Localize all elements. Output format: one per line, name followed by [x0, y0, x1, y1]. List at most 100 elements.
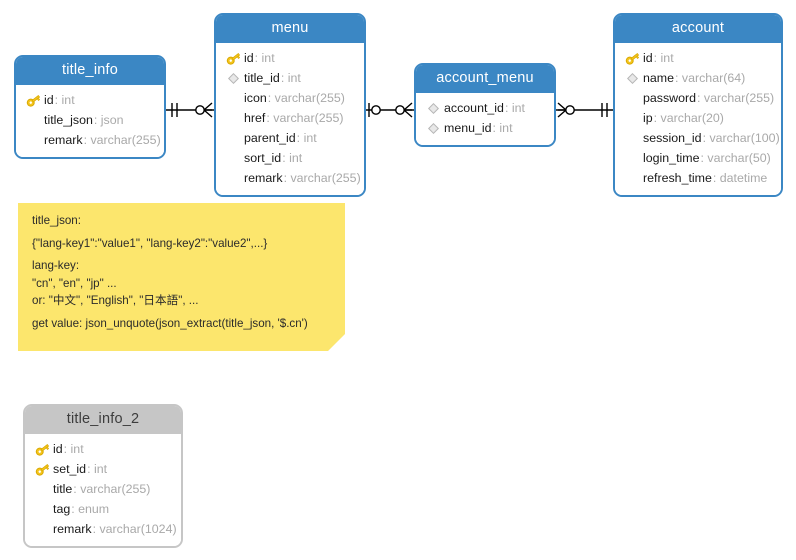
column-row[interactable]: title_json: json [16, 110, 164, 130]
index-diamond-icon [624, 70, 641, 86]
column-name: ip [643, 111, 653, 126]
note-line: "cn", "en", "jp" ... [32, 276, 117, 290]
column-row[interactable]: password: varchar(255) [615, 88, 781, 108]
column-name: title_json [44, 113, 93, 128]
column-name: remark [244, 171, 283, 186]
column-name: title [53, 482, 73, 497]
column-type: : int [87, 462, 108, 477]
note-line: get value: json_unquote(json_extract(tit… [32, 316, 308, 330]
column-row[interactable]: remark: varchar(255) [16, 130, 164, 150]
column-row[interactable]: set_id: int [25, 459, 181, 479]
column-type: : enum [71, 502, 110, 517]
column-row[interactable]: sort_id: int [216, 148, 364, 168]
column-icon-none [225, 150, 242, 166]
column-row[interactable]: session_id: varchar(100) [615, 128, 781, 148]
sticky-note-title-json-note[interactable]: title_json:{"lang-key1":"value1", "lang-… [18, 203, 345, 351]
column-row[interactable]: login_time: varchar(50) [615, 148, 781, 168]
column-row[interactable]: name: varchar(64) [615, 68, 781, 88]
column-type: : varchar(255) [283, 171, 361, 186]
column-row[interactable]: id: int [615, 48, 781, 68]
column-type: : varchar(64) [675, 71, 746, 86]
column-icon-none [624, 170, 641, 186]
column-row[interactable]: tag: enum [25, 499, 181, 519]
column-name: account_id [444, 101, 504, 116]
column-row[interactable]: menu_id: int [416, 118, 554, 138]
column-type: : varchar(255) [266, 111, 344, 126]
primary-key-icon [34, 461, 51, 477]
column-type: : int [504, 101, 525, 116]
note-line: title_json: [32, 214, 81, 227]
column-type: : varchar(255) [73, 482, 151, 497]
column-row[interactable]: refresh_time: datetime [615, 168, 781, 188]
column-row[interactable]: id: int [216, 48, 364, 68]
column-row[interactable]: title: varchar(255) [25, 479, 181, 499]
column-type: : varchar(1024) [92, 522, 177, 537]
primary-key-icon [225, 50, 242, 66]
column-icon-none [624, 110, 641, 126]
column-name: icon [244, 91, 267, 106]
table-title-account_menu: account_menu [416, 65, 554, 94]
column-name: id [53, 442, 63, 457]
column-name: parent_id [244, 131, 296, 146]
column-name: session_id [643, 131, 702, 146]
column-row[interactable]: remark: varchar(1024) [25, 519, 181, 539]
column-type: : varchar(255) [83, 133, 161, 148]
relationship-rel-title_info-menu[interactable] [166, 100, 214, 120]
column-icon-none [25, 132, 42, 148]
column-name: login_time [643, 151, 700, 166]
column-row[interactable]: id: int [16, 90, 164, 110]
relationship-rel-menu-account_menu[interactable] [366, 100, 414, 120]
column-row[interactable]: href: varchar(255) [216, 108, 364, 128]
note-line: or: "中文", "English", "日本語", ... [32, 294, 199, 308]
column-name: remark [53, 522, 92, 537]
column-type: : varchar(255) [267, 91, 345, 106]
column-name: href [244, 111, 266, 126]
column-icon-none [34, 521, 51, 537]
column-icon-none [225, 90, 242, 106]
column-type: : int [653, 51, 674, 66]
column-row[interactable]: title_id: int [216, 68, 364, 88]
column-row[interactable]: remark: varchar(255) [216, 168, 364, 188]
column-icon-none [624, 130, 641, 146]
column-icon-none [34, 501, 51, 517]
column-name: id [244, 51, 254, 66]
column-icon-none [34, 481, 51, 497]
table-title-title_info: title_info [16, 57, 164, 86]
column-name: id [643, 51, 653, 66]
column-name: name [643, 71, 674, 86]
relationship-rel-account_menu-account[interactable] [556, 100, 613, 120]
index-diamond-icon [425, 100, 442, 116]
column-type: : int [492, 121, 513, 136]
column-icon-none [25, 112, 42, 128]
column-row[interactable]: id: int [25, 439, 181, 459]
primary-key-icon [25, 92, 42, 108]
column-row[interactable]: icon: varchar(255) [216, 88, 364, 108]
column-name: menu_id [444, 121, 492, 136]
column-type: : varchar(100) [702, 131, 780, 146]
column-row[interactable]: account_id: int [416, 98, 554, 118]
column-type: : int [63, 442, 84, 457]
column-type: : varchar(20) [653, 111, 724, 126]
column-name: title_id [244, 71, 280, 86]
column-name: password [643, 91, 697, 106]
primary-key-icon [34, 441, 51, 457]
column-type: : int [254, 51, 275, 66]
column-row[interactable]: parent_id: int [216, 128, 364, 148]
column-type: : int [54, 93, 75, 108]
column-name: sort_id [244, 151, 282, 166]
column-icon-none [624, 90, 641, 106]
column-icon-none [225, 170, 242, 186]
column-type: : int [282, 151, 303, 166]
column-type: : varchar(50) [700, 151, 771, 166]
column-row[interactable]: ip: varchar(20) [615, 108, 781, 128]
column-icon-none [225, 110, 242, 126]
